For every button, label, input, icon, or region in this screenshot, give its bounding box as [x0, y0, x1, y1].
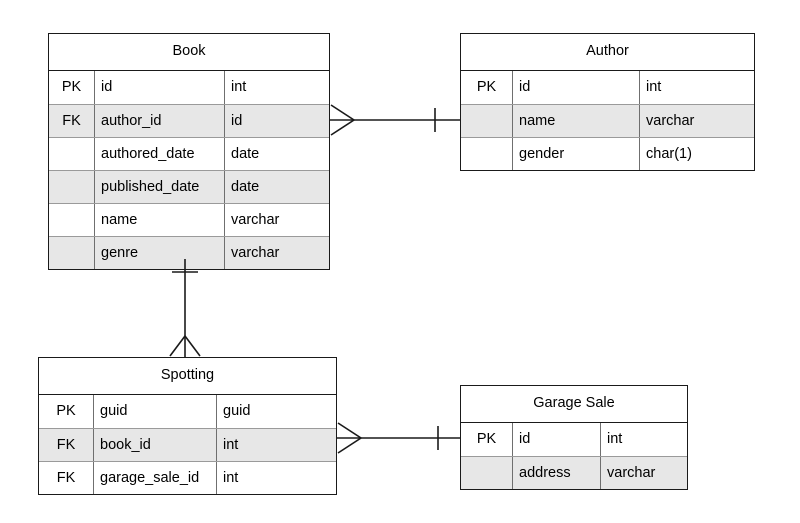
- row-key: FK: [49, 105, 95, 137]
- row-name: address: [513, 457, 601, 489]
- table-row[interactable]: PK id int: [49, 71, 329, 104]
- row-key: PK: [461, 71, 513, 104]
- table-row[interactable]: FK garage_sale_id int: [39, 461, 336, 494]
- table-row[interactable]: genre varchar: [49, 236, 329, 269]
- row-name: id: [513, 71, 640, 104]
- row-name: guid: [94, 395, 217, 428]
- entity-book-title: Book: [49, 34, 329, 71]
- row-name: name: [95, 204, 225, 236]
- table-row[interactable]: name varchar: [49, 203, 329, 236]
- row-key: PK: [39, 395, 94, 428]
- row-name: author_id: [95, 105, 225, 137]
- table-row[interactable]: PK guid guid: [39, 395, 336, 428]
- crowsfoot-many-icon: [337, 422, 363, 454]
- entity-garage-sale-title: Garage Sale: [461, 386, 687, 423]
- row-key: FK: [39, 462, 94, 494]
- row-key: FK: [39, 429, 94, 461]
- table-row[interactable]: published_date date: [49, 170, 329, 203]
- entity-book[interactable]: Book PK id int FK author_id id authored_…: [48, 33, 330, 270]
- crowsfoot-many-icon: [330, 104, 356, 136]
- table-row[interactable]: address varchar: [461, 456, 687, 489]
- table-row[interactable]: authored_date date: [49, 137, 329, 170]
- row-name: garage_sale_id: [94, 462, 217, 494]
- row-type: int: [223, 470, 239, 486]
- row-name: id: [513, 423, 601, 456]
- entity-author[interactable]: Author PK id int name varchar gender cha…: [460, 33, 755, 171]
- row-type: char(1): [646, 146, 692, 162]
- relationship-book-author: [330, 104, 460, 136]
- row-name: authored_date: [95, 138, 225, 170]
- row-name: id: [95, 71, 225, 104]
- row-type: int: [231, 79, 247, 95]
- row-name: gender: [513, 138, 640, 170]
- entity-author-title: Author: [461, 34, 754, 71]
- row-name: published_date: [95, 171, 225, 203]
- row-type: guid: [223, 403, 251, 419]
- row-name: book_id: [94, 429, 217, 461]
- row-key: [49, 171, 95, 203]
- row-type: varchar: [646, 113, 695, 129]
- row-type: int: [607, 431, 623, 447]
- row-type: id: [231, 113, 243, 129]
- row-name: name: [513, 105, 640, 137]
- table-row[interactable]: PK id int: [461, 423, 687, 456]
- row-key: [461, 138, 513, 170]
- row-type: int: [223, 437, 239, 453]
- table-row[interactable]: name varchar: [461, 104, 754, 137]
- row-key: [49, 237, 95, 269]
- row-type: varchar: [231, 212, 280, 228]
- relationship-spotting-garage-sale: [337, 422, 460, 454]
- entity-spotting[interactable]: Spotting PK guid guid FK book_id int FK …: [38, 357, 337, 495]
- table-row[interactable]: FK book_id int: [39, 428, 336, 461]
- row-key: PK: [49, 71, 95, 104]
- row-key: [461, 105, 513, 137]
- row-key: PK: [461, 423, 513, 456]
- table-row[interactable]: FK author_id id: [49, 104, 329, 137]
- crowsfoot-many-icon: [169, 334, 201, 357]
- row-key: [49, 138, 95, 170]
- table-row[interactable]: gender char(1): [461, 137, 754, 170]
- row-key: [49, 204, 95, 236]
- entity-spotting-title: Spotting: [39, 358, 336, 395]
- row-type: varchar: [231, 245, 280, 261]
- row-type: date: [231, 179, 260, 195]
- row-type: int: [646, 79, 662, 95]
- row-name: genre: [95, 237, 225, 269]
- row-key: [461, 457, 513, 489]
- row-type: varchar: [607, 465, 656, 481]
- table-row[interactable]: PK id int: [461, 71, 754, 104]
- entity-garage-sale[interactable]: Garage Sale PK id int address varchar: [460, 385, 688, 490]
- row-type: date: [231, 146, 260, 162]
- relationship-book-spotting: [169, 259, 201, 357]
